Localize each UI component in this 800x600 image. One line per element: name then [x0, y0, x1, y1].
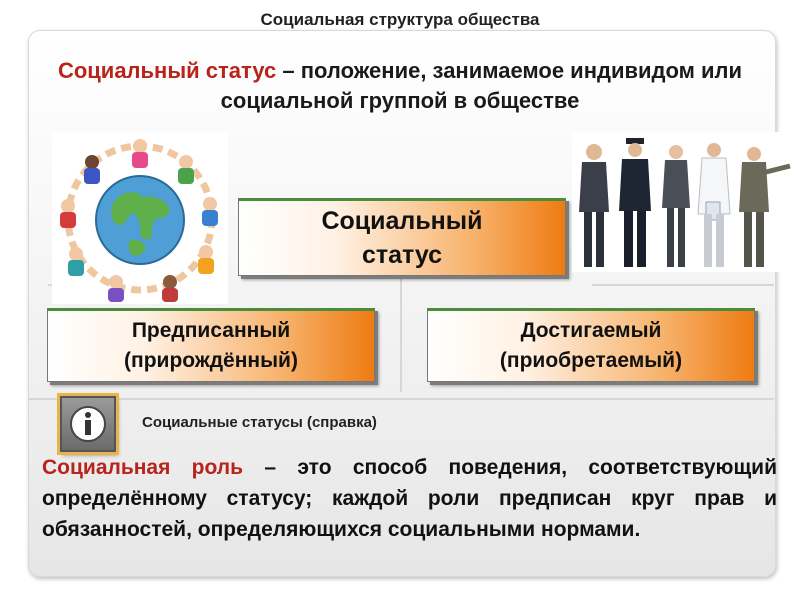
person-presenter [739, 147, 791, 267]
role-definition-text: – это способ поведения, соответствующий … [42, 456, 778, 541]
person-officer [619, 138, 651, 267]
info-icon [70, 406, 106, 442]
person-doctor [697, 143, 731, 267]
connector-horizontal-right [592, 284, 774, 286]
connector-vertical [400, 272, 402, 392]
person-businessman [579, 144, 609, 267]
status-definition: Социальный статус – положение, занимаемо… [40, 56, 760, 116]
role-definition: Социальная роль – это способ поведения, … [42, 452, 777, 545]
children-ring [60, 139, 218, 302]
slide-title: Социальная структура общества [260, 10, 540, 29]
achieved-status-label: Достигаемый (приобретаемый) [499, 319, 683, 372]
status-box-center: Социальный статус [238, 198, 566, 276]
status-definition-text: – положение, занимаемое индивидом или со… [220, 58, 743, 113]
info-link[interactable]: Социальные статусы (справка) [142, 414, 377, 431]
professionals-illustration [572, 132, 797, 272]
info-button[interactable] [60, 396, 116, 452]
status-term: Социальный статус [57, 58, 277, 83]
globe [95, 175, 185, 265]
status-box-center-label: Социальный статус [321, 207, 483, 269]
globe-children-illustration [52, 132, 228, 304]
achieved-status-box: Достигаемый (приобретаемый) [427, 308, 755, 382]
ascribed-status-label: Предписанный (прирождённый) [124, 319, 298, 372]
person-woman [662, 145, 690, 267]
connector-bottom [28, 398, 774, 400]
role-term: Социальная роль [42, 456, 244, 479]
ascribed-status-box: Предписанный (прирождённый) [47, 308, 375, 382]
